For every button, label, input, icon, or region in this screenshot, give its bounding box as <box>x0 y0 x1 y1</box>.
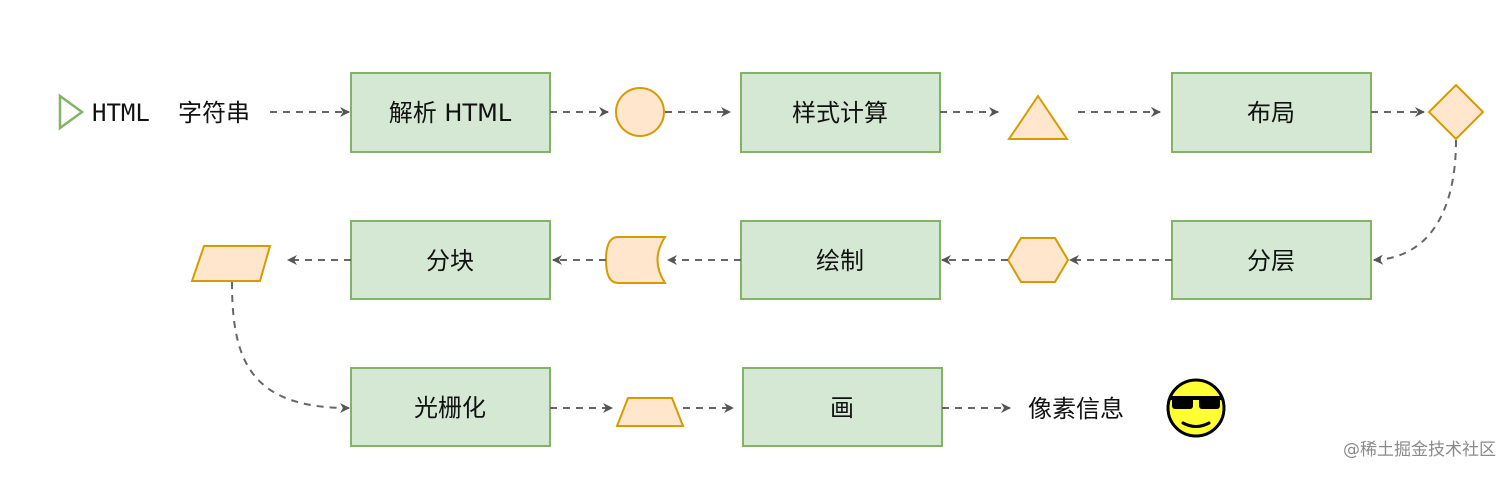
dom-tree-circle-icon <box>615 87 665 137</box>
stage-style-calc-label: 样式计算 <box>792 99 888 127</box>
paint-list-storage-icon <box>604 236 667 284</box>
stage-style-calc <box>740 72 941 153</box>
layout-tree-diamond-icon <box>1427 83 1485 141</box>
stage-layout <box>1171 72 1372 153</box>
stage-draw-label: 画 <box>830 394 854 422</box>
stage-raster-label: 光栅化 <box>414 394 486 422</box>
stage-tiling <box>350 220 551 300</box>
tiles-parallelogram-icon <box>190 245 272 282</box>
arrow-parallelogram-to-raster <box>231 281 350 413</box>
stage-tiling-label: 分块 <box>426 247 474 275</box>
sunglasses-smiley-icon <box>1166 378 1226 438</box>
stage-parse-html-label: 解析 HTML <box>389 99 512 127</box>
input-label-html: HTML <box>92 99 150 127</box>
stage-paint-label: 绘制 <box>816 247 864 275</box>
stage-paint <box>740 220 941 300</box>
arrow-diamond-to-layer <box>1373 139 1457 265</box>
layer-tree-hexagon-icon <box>1006 237 1070 283</box>
stage-raster <box>350 367 551 447</box>
bitmap-trapezoid-icon <box>615 397 685 427</box>
stage-layout-label: 布局 <box>1247 99 1295 127</box>
output-pixels-label: 像素信息 <box>1028 395 1124 423</box>
watermark: @稀土掘金技术社区 <box>1343 440 1496 460</box>
start-triangle-icon <box>58 93 85 131</box>
stage-layer-label: 分层 <box>1247 247 1295 275</box>
input-label-string: 字符串 <box>178 99 250 127</box>
computed-style-triangle-icon <box>1007 94 1069 140</box>
stage-draw <box>742 367 943 447</box>
